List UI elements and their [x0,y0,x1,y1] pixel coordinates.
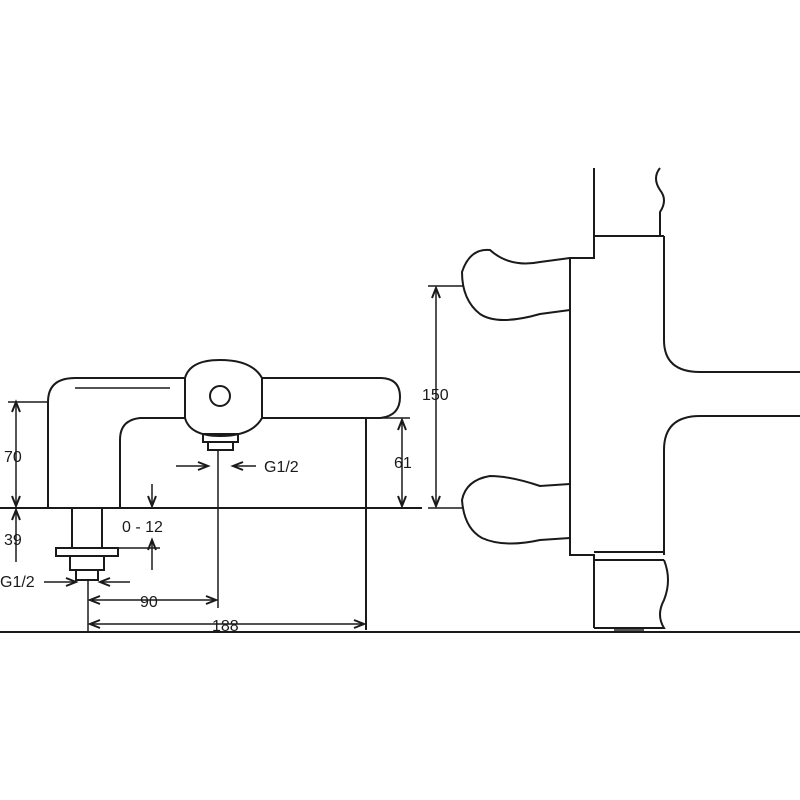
dim-label-61: 61 [394,455,412,472]
dim-label-g12-left: G1/2 [0,574,35,591]
dim-label-g12-outlet: G1/2 [264,459,299,476]
dimension-lines-left [8,399,410,632]
dimension-lines-right [428,285,464,509]
dim-label-70: 70 [4,449,22,466]
dim-label-150: 150 [422,387,449,404]
dim-label-39: 39 [4,532,22,549]
mixer-side-view [47,358,402,630]
base-lines [0,507,800,633]
dim-label-188: 188 [212,618,239,635]
dim-label-90: 90 [140,594,158,611]
dim-label-0-12: 0 - 12 [122,519,163,536]
mixer-front-view [460,167,800,631]
